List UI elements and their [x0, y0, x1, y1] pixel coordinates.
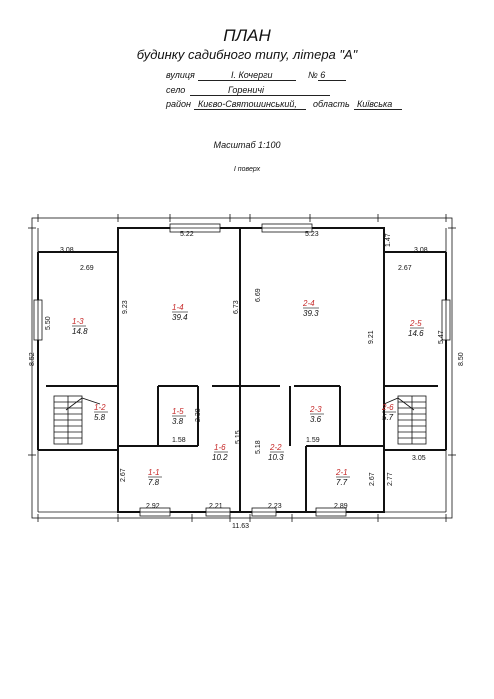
district-value: Києво-Святошинський, [198, 99, 297, 109]
dim-room22-height: 5.18 [255, 440, 262, 454]
dimension-labels: 3.08 2.69 5.50 8.52 2.67 5.22 9.23 6.73 … [29, 231, 465, 530]
room-2-1-id: 2-1 [335, 468, 348, 477]
room-2-5-id: 2-5 [409, 319, 422, 328]
dim-bottom-4: 2.89 [334, 503, 348, 510]
dimension-frame [31, 217, 453, 519]
stairs-right [383, 395, 427, 445]
dim-hall1-width: 5.22 [180, 231, 194, 238]
room-2-4-area: 39.3 [303, 309, 319, 318]
dim-mid-right: 6.69 [255, 288, 262, 302]
room-2-1-area: 7.7 [336, 478, 348, 487]
stairs-left [53, 395, 101, 445]
number-label: № 6 [308, 70, 326, 80]
dim-right-height: 5.47 [438, 330, 445, 344]
dim-hall2-height: 9.21 [368, 330, 375, 344]
room-labels: 1-1 7.8 1-2 5.8 1-3 14.8 1-4 39.4 1-5 3.… [72, 299, 424, 487]
dim-room23-width: 1.59 [306, 437, 320, 444]
room-2-4-id: 2-4 [302, 299, 315, 308]
room-1-4-area: 39.4 [172, 313, 188, 322]
dim-room15-height: 2.38 [195, 408, 202, 422]
room-2-2-area: 10.3 [268, 453, 284, 462]
dim-right-top: 3.08 [414, 247, 428, 254]
dim-left-inner: 2.69 [80, 265, 94, 272]
dim-left-low: 2.67 [120, 468, 127, 482]
room-1-1-id: 1-1 [148, 468, 160, 477]
room-2-5-area: 14.6 [408, 329, 424, 338]
dim-hall2-width: 5.23 [305, 231, 319, 238]
street-label: вулиця [166, 70, 195, 80]
street-underline [198, 80, 296, 81]
room-1-3-area: 14.8 [72, 327, 88, 336]
dim-right-inner: 2.67 [398, 265, 412, 272]
dim-total-width: 11.63 [232, 523, 249, 530]
dim-mid-left: 6.73 [233, 300, 240, 314]
room-1-6-id: 1-6 [214, 443, 226, 452]
dim-room16-height: 5.15 [235, 430, 242, 444]
dim-right-low-vertical-2: 2.77 [387, 472, 394, 486]
dim-bottom-3: 2.23 [268, 503, 282, 510]
room-1-6-area: 10.2 [212, 453, 228, 462]
region-label: область [313, 99, 350, 109]
room-1-3-id: 1-3 [72, 317, 84, 326]
district-underline [194, 109, 306, 110]
room-2-3-id: 2-3 [309, 405, 322, 414]
dim-hall1-height: 9.23 [122, 300, 129, 314]
room-1-5-area: 3.8 [172, 417, 184, 426]
village-underline [190, 95, 330, 96]
dim-left-total: 8.52 [29, 352, 36, 366]
dim-right-total: 8.50 [458, 352, 465, 366]
central-block-outline [117, 227, 385, 513]
street-value: І. Кочерги [231, 70, 273, 80]
room-1-2-id: 1-2 [94, 403, 106, 412]
dim-bottom-1: 2.92 [146, 503, 160, 510]
region-underline [354, 109, 402, 110]
dim-room15-width: 1.58 [172, 437, 186, 444]
district-label: район [166, 99, 191, 109]
windows [33, 223, 451, 517]
dim-bottom-2: 2.21 [209, 503, 223, 510]
room-2-2-id: 2-2 [269, 443, 282, 452]
floor-label: І поверх [233, 166, 261, 173]
room-2-3-area: 3.6 [310, 415, 322, 424]
room-1-1-area: 7.8 [148, 478, 160, 487]
room-1-4-id: 1-4 [172, 303, 184, 312]
walls [37, 227, 447, 513]
room-1-2-area: 5.8 [94, 413, 106, 422]
room-2-6-area: 5.7 [382, 413, 394, 422]
room-2-6-id: 2-6 [381, 403, 394, 412]
region-value: Київська [357, 99, 393, 109]
village-label: село [166, 85, 186, 95]
room-1-5-id: 1-5 [172, 407, 184, 416]
dim-right-low-width: 3.05 [412, 455, 426, 462]
plan-title: ПЛАН [223, 26, 271, 45]
dimension-ticks [28, 214, 456, 522]
dim-right-low-vertical-1: 2.67 [369, 472, 376, 486]
dim-left-top: 3.08 [60, 247, 74, 254]
dim-left-height: 5.50 [45, 316, 52, 330]
scale-label: Масштаб 1:100 [213, 140, 281, 150]
number-underline [318, 80, 346, 81]
dim-right-top-vertical: 1.47 [385, 233, 392, 247]
village-value: Гореничі [228, 85, 265, 95]
plan-subtitle: будинку садибного типу, літера "А" [136, 47, 358, 62]
